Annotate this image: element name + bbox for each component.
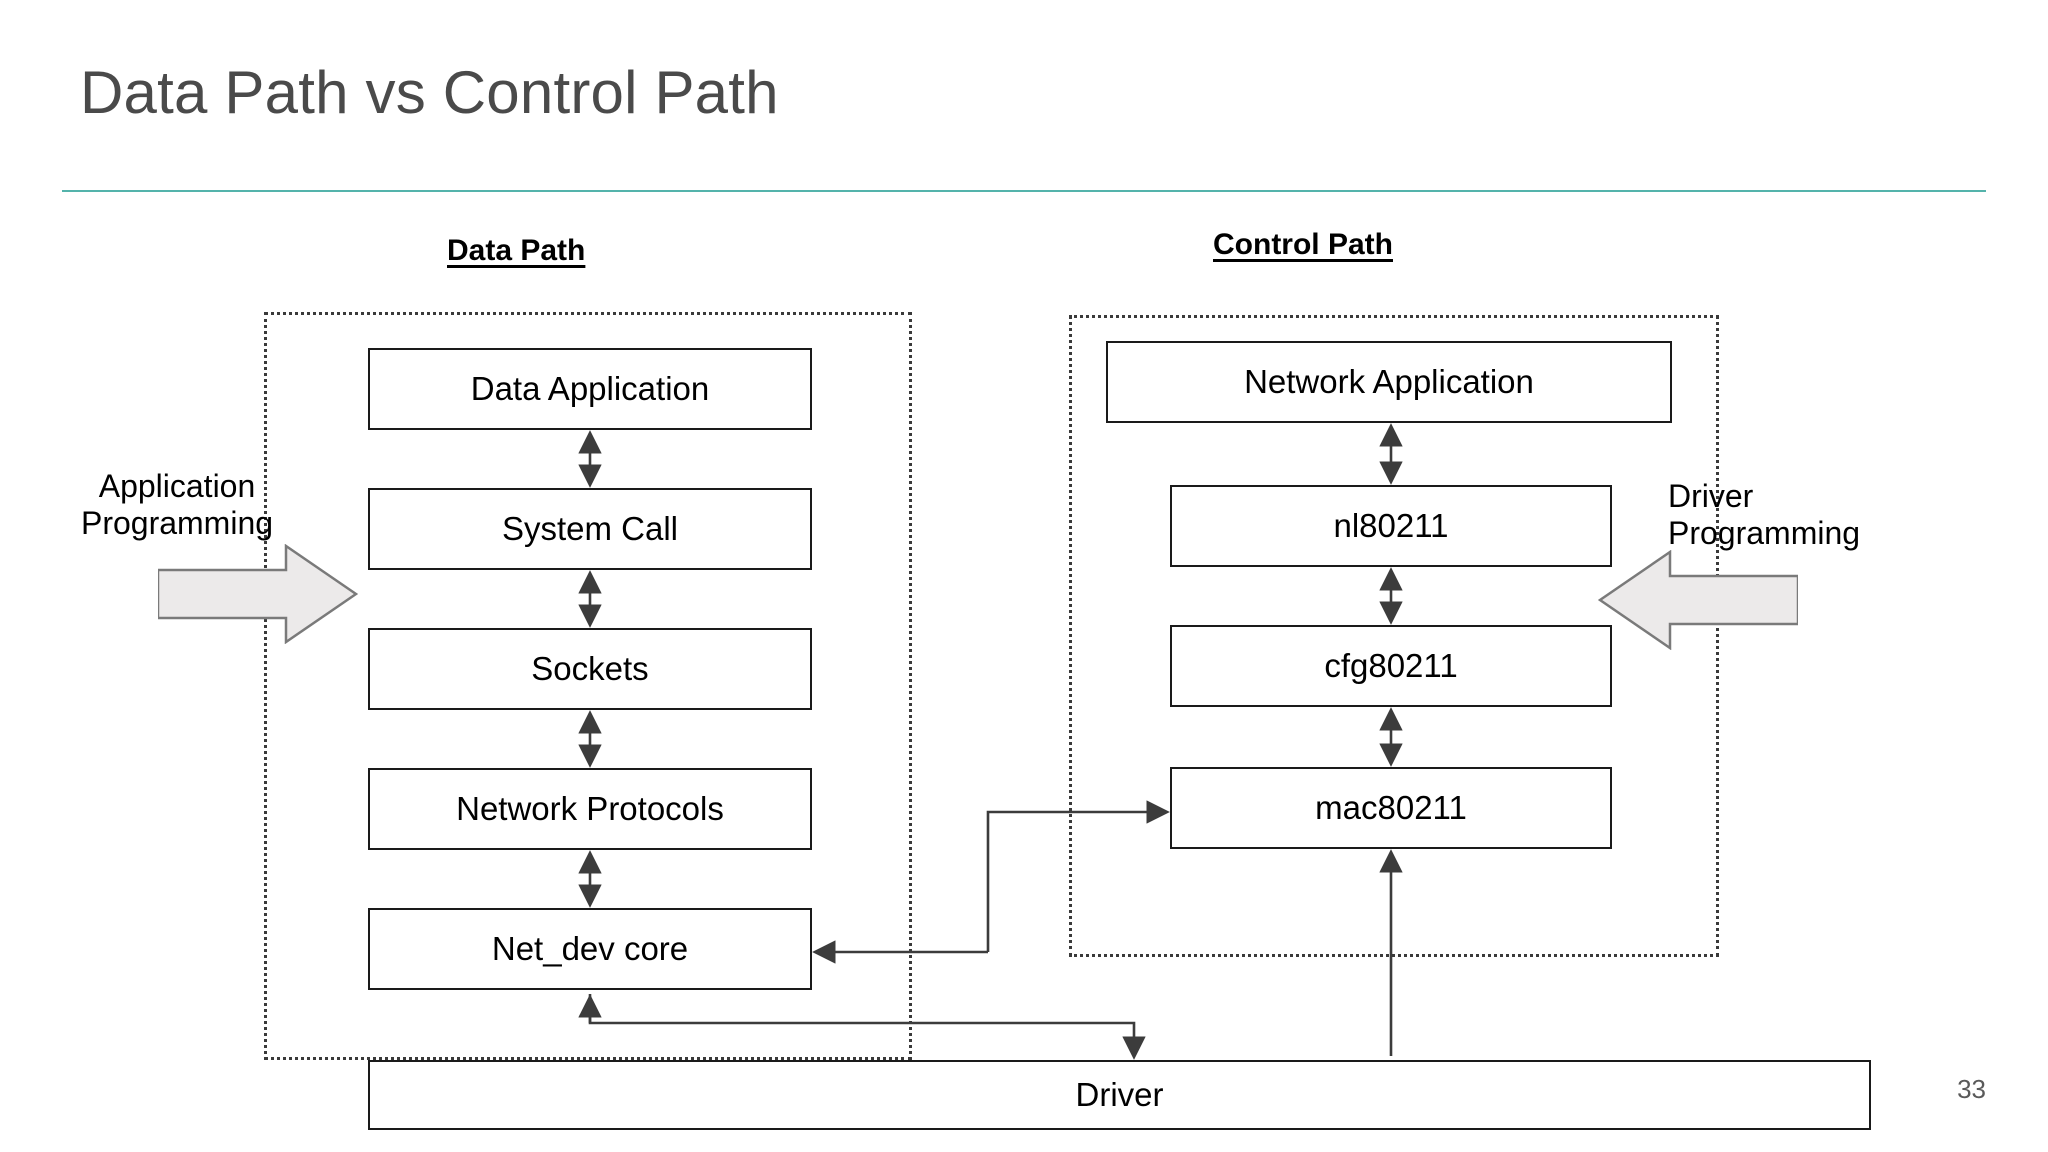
- column-header-data-path: Data Path: [447, 234, 586, 267]
- box-network-application[interactable]: Network Application: [1106, 341, 1672, 423]
- box-net-dev-core[interactable]: Net_dev core: [368, 908, 812, 990]
- group-boundary-data-path: [264, 312, 912, 1060]
- column-header-control-path: Control Path: [1213, 228, 1393, 261]
- label-application-programming: Application Programming: [80, 468, 274, 542]
- box-sockets[interactable]: Sockets: [368, 628, 812, 710]
- page-title: Data Path vs Control Path: [80, 59, 779, 126]
- box-data-application[interactable]: Data Application: [368, 348, 812, 430]
- label-driver-programming: Driver Programming: [1668, 478, 1861, 552]
- box-system-call[interactable]: System Call: [368, 488, 812, 570]
- box-cfg80211[interactable]: cfg80211: [1170, 625, 1612, 707]
- title-divider: [62, 190, 1986, 192]
- box-mac80211[interactable]: mac80211: [1170, 767, 1612, 849]
- box-driver[interactable]: Driver: [368, 1060, 1871, 1130]
- block-arrow-left-driver: [1598, 550, 1798, 650]
- box-network-protocols[interactable]: Network Protocols: [368, 768, 812, 850]
- box-nl80211[interactable]: nl80211: [1170, 485, 1612, 567]
- group-boundary-control-path: [1069, 315, 1719, 957]
- block-arrow-right-application: [158, 544, 358, 644]
- page-number: 33: [1957, 1074, 1986, 1104]
